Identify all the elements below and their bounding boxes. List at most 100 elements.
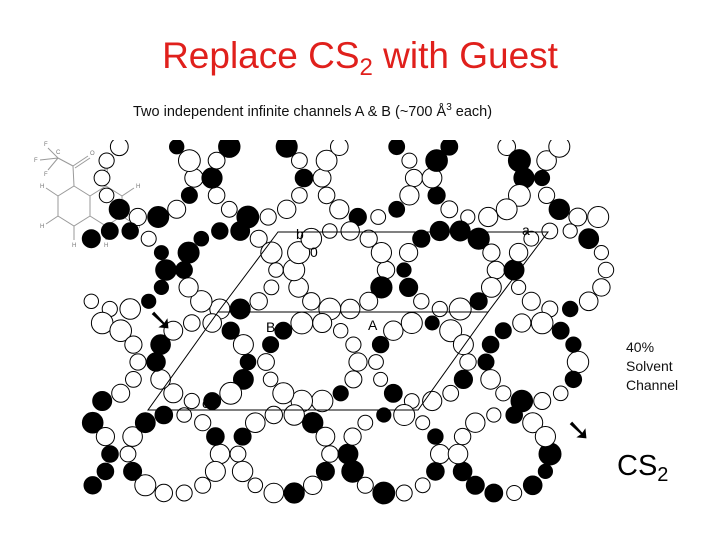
molecule-atom-h2: H [40,224,44,230]
solvent-note-line1: 40% [626,339,655,355]
lattice-atom [311,389,334,413]
lattice-atom [484,483,504,503]
lattice-atom [109,319,133,342]
molecule-atom-h1: H [40,184,44,190]
lattice-atom [125,371,142,388]
lattice-atom [533,392,552,410]
lattice-atom [511,279,527,295]
lattice-atom [469,292,488,311]
lattice-atom [593,245,610,261]
lattice-atom [83,293,99,310]
lattice-atom [211,222,229,240]
lattice-atom [233,369,254,390]
lattice-atom [404,168,424,188]
lattice-atom [123,461,143,481]
lattice-atom [400,312,423,334]
solvent-channel-note: 40% Solvent Channel [626,338,706,395]
lattice-atom [505,406,524,424]
molecule-atom-f2: F [34,158,38,164]
lattice-atom [497,140,516,156]
lattice-atom [264,405,284,425]
lattice-atom [167,199,187,219]
lattice-atom [291,187,308,204]
lattice-atom [396,262,412,278]
lattice-atom [422,390,443,412]
lattice-atom [249,229,268,248]
lattice-atom [317,186,336,205]
lattice-atom [229,298,251,320]
lattice-atom [190,290,213,313]
channel-label-b: B [266,319,275,335]
lattice-atom [81,411,104,434]
lattice-atom [291,152,308,170]
lattice-atom [232,334,254,356]
lattice-atom [302,412,324,434]
lattice-atom [359,229,378,248]
lattice-atom [440,140,459,156]
lattice-atom [442,384,460,402]
lattice-atom [393,404,416,426]
lattice-atom [150,334,171,355]
lattice-atom [175,484,193,502]
lattice-atom [399,185,420,206]
lattice-atom [431,300,448,318]
lattice-atom [376,407,392,423]
lattice-atom [272,382,295,405]
lattice-atom [322,223,338,239]
lattice-atom [180,186,198,204]
lattice-atom [478,206,499,228]
slide-subtitle: Two independent infinite channels A & B … [133,102,492,122]
lattice-atom [562,223,578,239]
lattice-atom [93,169,111,187]
lattice-atom [312,313,333,333]
lattice-atom [538,186,556,205]
lattice-atom [453,369,473,389]
lattice-atom [230,221,251,241]
lattice-atom [101,445,119,463]
lattice-atom [275,140,298,158]
lattice-atom [98,187,115,204]
molecule-atom-h5: H [136,184,140,190]
molecule-atom-h6: H [136,224,140,230]
lattice-atom [494,322,512,340]
lattice-atom [597,261,615,279]
lattice-atom [163,320,184,341]
lattice-atom [522,412,544,434]
origin-label: 0 [310,244,318,260]
lattice-atom [262,371,279,388]
lattice-atom [551,321,570,340]
lattice-atom [578,228,600,250]
unit-cell-lines [147,231,549,411]
lattice-atom [315,149,338,172]
lattice-atom [467,227,490,250]
lattice-atom [370,242,392,264]
lattice-atom [239,353,257,371]
lattice-atom [495,385,512,402]
lattice-atom [183,392,200,410]
lattice-atom [414,477,431,494]
lattice-atom [533,169,551,187]
lattice-atom [345,336,362,353]
lattice-atom [333,323,349,339]
lattice-atom [371,335,390,354]
lattice-atom [218,140,241,158]
lattice-atom [332,385,349,402]
lattice-atom [495,198,518,221]
lattice-atom [429,220,450,242]
lattice-atom [413,293,430,310]
lattice-atom [592,278,611,297]
lattice-atom [141,293,157,309]
lattice-atom [154,483,174,503]
lattice-atom [259,208,277,226]
lattice-atom [359,291,379,311]
lattice-atom [477,353,495,371]
lattice-atom [412,229,431,248]
lattice-atom [100,222,119,240]
lattice-atom [194,414,212,432]
lattice-atom [95,427,115,447]
lattice-atom [427,428,444,445]
lattice-atom [512,313,532,333]
molecule-atom-h3: H [72,243,76,249]
lattice-atom [312,168,332,188]
lattice-atom [274,321,293,340]
